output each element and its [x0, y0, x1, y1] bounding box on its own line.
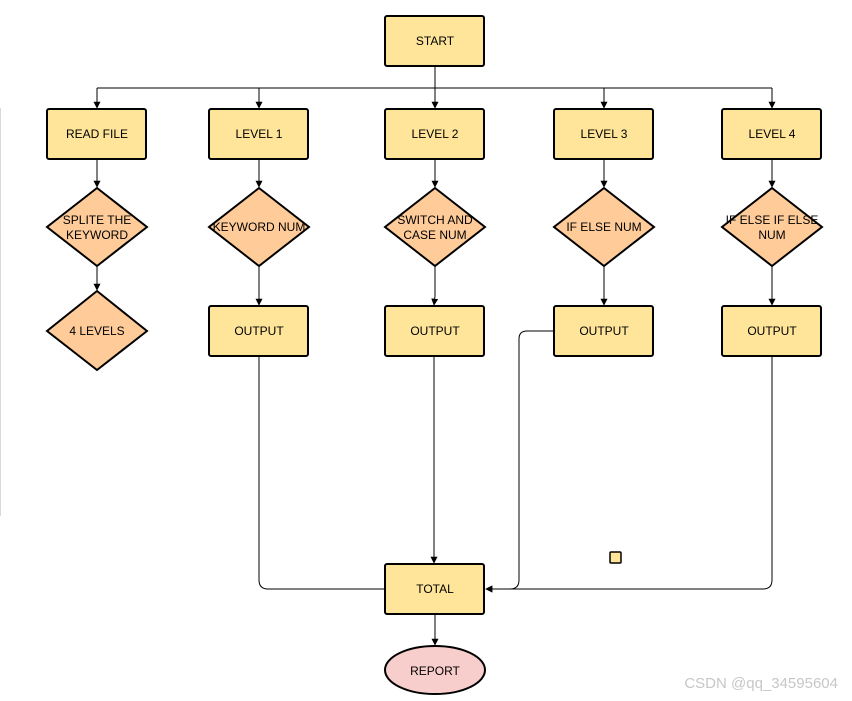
read-file-node[interactable]: READ FILE	[46, 108, 147, 160]
level1-node[interactable]: LEVEL 1	[208, 108, 309, 160]
output4-label: OUTPUT	[747, 324, 797, 338]
edge-output4-to-total	[485, 356, 773, 593]
output2-node[interactable]: OUTPUT	[384, 305, 485, 357]
left-border-line	[0, 108, 1, 516]
level1-label: LEVEL 1	[236, 127, 283, 141]
report-label: REPORT	[410, 664, 460, 678]
total-label: TOTAL	[416, 582, 454, 596]
output3-label: OUTPUT	[579, 324, 629, 338]
start-node[interactable]: START	[384, 15, 485, 67]
split-keyword-decision[interactable]: SPLITE THE KEYWORD	[45, 186, 149, 268]
level2-label: LEVEL 2	[412, 127, 459, 141]
keyword-num-decision[interactable]: KEYWORD NUM	[207, 186, 311, 268]
output1-node[interactable]: OUTPUT	[208, 305, 309, 357]
if-else-if-else-label-line1: IF ELSE IF ELSE	[726, 213, 819, 227]
switch-case-label-line1: SWITCH AND	[397, 213, 473, 227]
keyword-num-label: KEYWORD NUM	[213, 220, 306, 234]
output2-label: OUTPUT	[410, 324, 460, 338]
if-else-num-decision[interactable]: IF ELSE NUM	[552, 186, 656, 268]
if-else-if-else-num-decision[interactable]: IF ELSE IF ELSE NUM	[720, 186, 824, 268]
if-else-if-else-label-line2: NUM	[758, 228, 785, 242]
output4-node[interactable]: OUTPUT	[721, 305, 822, 357]
stray-small-square[interactable]	[609, 551, 622, 564]
level4-node[interactable]: LEVEL 4	[721, 108, 822, 160]
watermark-text: CSDN @qq_34595604	[684, 675, 838, 692]
four-levels-label: 4 LEVELS	[69, 324, 124, 338]
level4-label: LEVEL 4	[749, 127, 796, 141]
switch-case-label-line2: CASE NUM	[403, 228, 466, 242]
level3-node[interactable]: LEVEL 3	[553, 108, 654, 160]
four-levels-decision[interactable]: 4 LEVELS	[45, 289, 149, 372]
split-keyword-label-line2: KEYWORD	[66, 228, 128, 242]
total-node[interactable]: TOTAL	[384, 563, 485, 615]
output3-node[interactable]: OUTPUT	[553, 305, 654, 357]
if-else-num-label: IF ELSE NUM	[566, 220, 641, 234]
edge-switch-to-output2	[431, 266, 439, 306]
edge-output1-to-total	[258, 356, 436, 590]
edge-output3-to-total	[485, 330, 553, 593]
output1-label: OUTPUT	[234, 324, 284, 338]
report-node[interactable]: REPORT	[384, 645, 486, 695]
level2-node[interactable]: LEVEL 2	[384, 108, 485, 160]
read-file-label: READ FILE	[66, 127, 128, 141]
level3-label: LEVEL 3	[581, 127, 628, 141]
split-keyword-label-line1: SPLITE THE	[63, 213, 131, 227]
switch-case-num-decision[interactable]: SWITCH AND CASE NUM	[383, 186, 487, 268]
start-label: START	[416, 34, 455, 48]
